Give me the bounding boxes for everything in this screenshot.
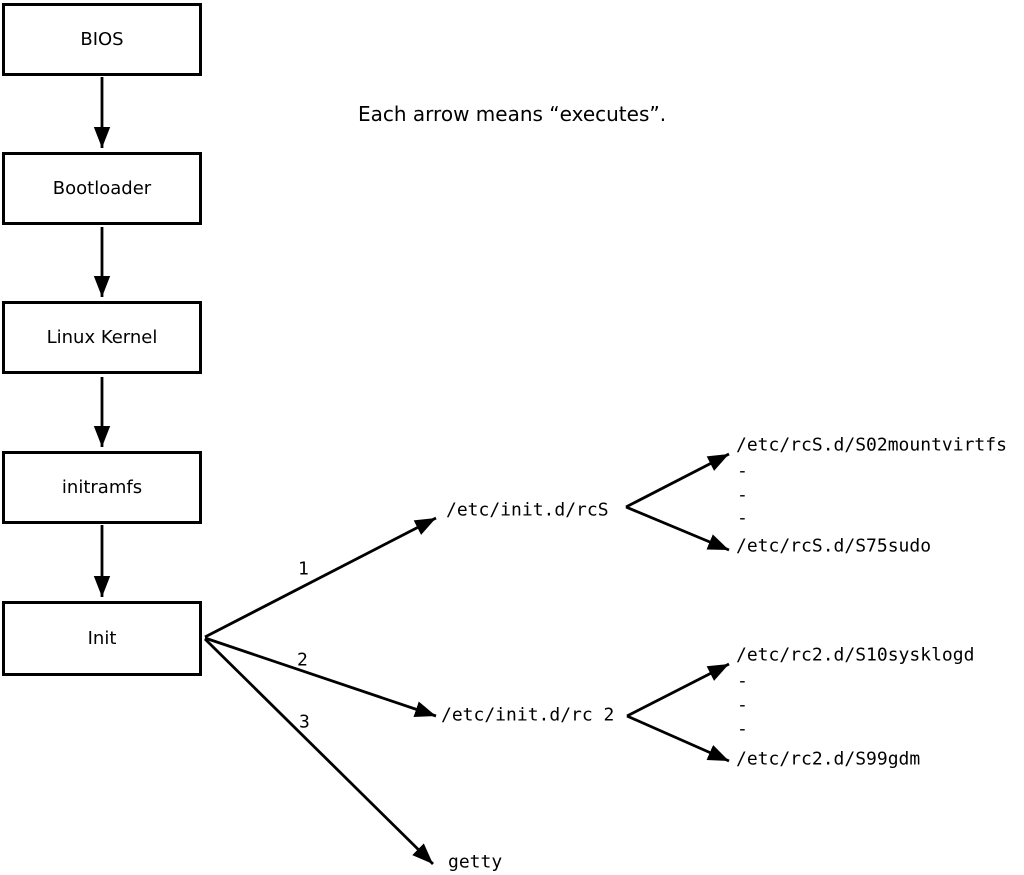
- arrow-init-to-rcs: [204, 516, 437, 639]
- arrow-init-to-getty: [204, 638, 434, 865]
- flow-box-init: Init: [2, 601, 202, 676]
- branch-3-number: 3: [299, 711, 310, 733]
- rcs-script-s02mountvirtfs: /etc/rcS.d/S02mountvirtfs: [736, 434, 1007, 456]
- rcs-script-ellipsis-dash: -: [737, 507, 748, 529]
- flow-box-bios-label: BIOS: [80, 29, 124, 50]
- flow-box-initramfs: initramfs: [2, 451, 202, 524]
- branch-1-target-label: /etc/init.d/rcS: [446, 499, 609, 521]
- branch-3-target-label: getty: [448, 851, 503, 873]
- branch-2-target-label: /etc/init.d/rc 2: [441, 704, 615, 726]
- rc2-script-s99gdm: /etc/rc2.d/S99gdm: [736, 748, 921, 770]
- rc2-script-s10sysklogd: /etc/rc2.d/S10sysklogd: [736, 644, 975, 666]
- arrow-rcs-to-s75sudo: [625, 505, 730, 552]
- rcs-script-ellipsis-dash: -: [737, 460, 748, 482]
- legend-note: Each arrow means “executes”.: [358, 102, 667, 126]
- arrow-rcs-to-s02mountvirtfs: [625, 452, 730, 509]
- flow-box-bootloader-label: Bootloader: [52, 178, 152, 199]
- branch-1-number: 1: [298, 558, 309, 580]
- flow-box-initramfs-label: initramfs: [61, 477, 143, 498]
- rcs-script-s75sudo: /etc/rcS.d/S75sudo: [736, 535, 932, 557]
- flow-box-linux-kernel-label: Linux Kernel: [46, 327, 158, 348]
- branch-2-number: 2: [297, 649, 308, 671]
- flow-box-init-label: Init: [87, 628, 117, 649]
- arrow-rc2-to-s99gdm: [626, 714, 730, 763]
- flow-box-bios: BIOS: [2, 3, 202, 76]
- rcs-script-ellipsis-dash: -: [737, 484, 748, 506]
- flow-box-bootloader: Bootloader: [2, 152, 202, 225]
- arrow-init-to-rc2: [204, 636, 437, 718]
- rc2-script-ellipsis-dash: -: [737, 670, 748, 692]
- flow-box-linux-kernel: Linux Kernel: [2, 301, 202, 374]
- rc2-script-ellipsis-dash: -: [737, 718, 748, 740]
- rc2-script-ellipsis-dash: -: [737, 694, 748, 716]
- arrow-rc2-to-s10sysklogd: [626, 662, 730, 718]
